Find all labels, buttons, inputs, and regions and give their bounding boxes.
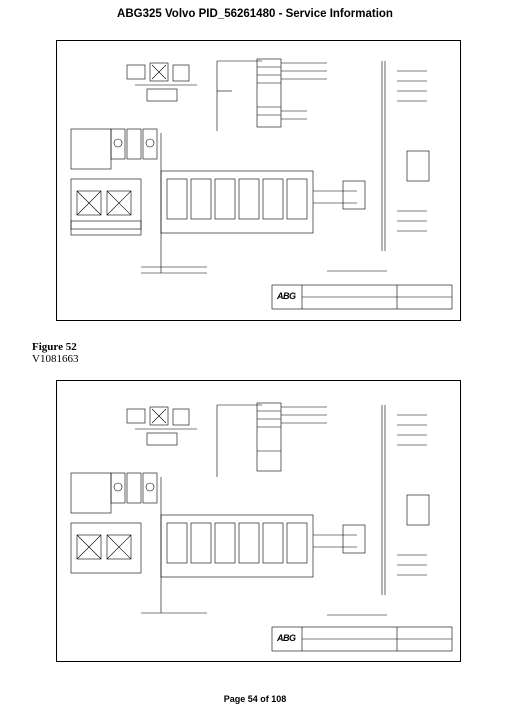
abg-logo: ABG [277, 633, 296, 643]
figure-label: Figure 52 [32, 341, 77, 353]
abg-logo: ABG [277, 291, 296, 301]
figure-caption: Figure 52 V1081663 [32, 341, 78, 365]
page-footer: Page 54 of 108 [223, 694, 287, 704]
diagram-drawing [70, 402, 453, 652]
diagram-drawing [70, 58, 453, 310]
wiring-diagram-top: ABG [56, 40, 461, 321]
wiring-diagram-bottom: ABG [56, 380, 461, 662]
figure-code: V1081663 [32, 353, 79, 365]
page-header: ABG325 Volvo PID_56261480 - Service Info… [117, 8, 393, 20]
